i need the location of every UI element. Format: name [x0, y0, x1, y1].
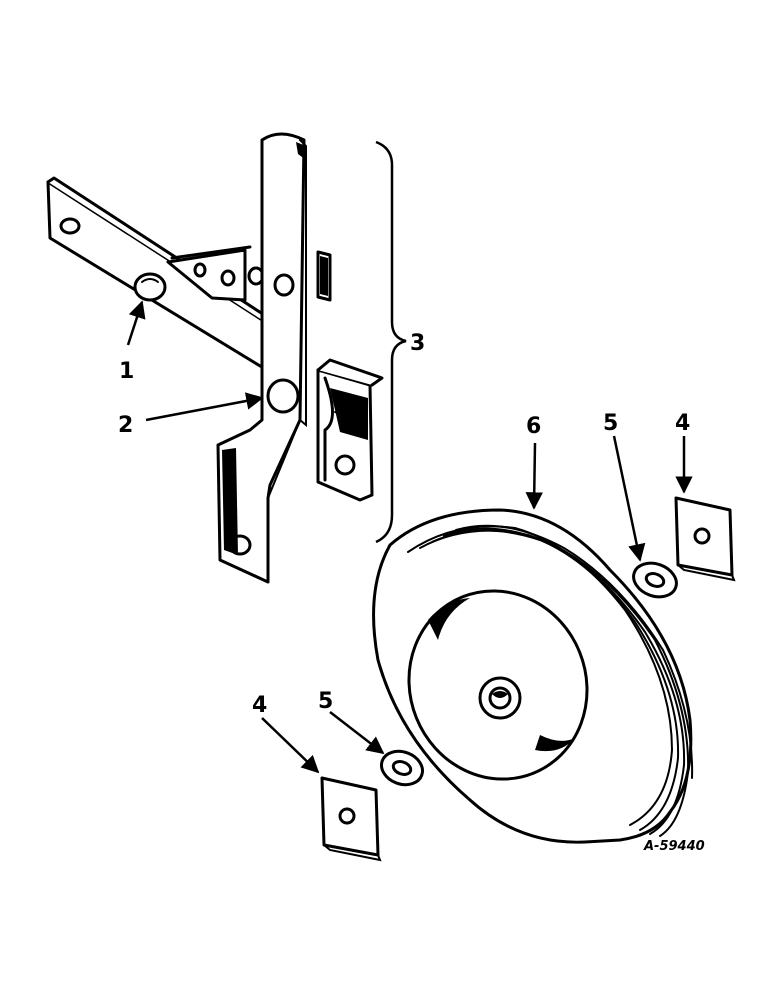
callout-4-lower: 4 [252, 693, 267, 718]
leader-2 [145, 392, 264, 422]
channel-clamp [316, 358, 384, 502]
callout-1: 1 [119, 359, 134, 384]
bolt-head-2 [266, 378, 300, 414]
bolt-head-1 [133, 272, 167, 302]
callout-2: 2 [118, 413, 133, 438]
lock-washer-lower [380, 749, 424, 787]
reference-number: A-59440 [643, 839, 705, 854]
callout-5-upper: 5 [603, 411, 618, 436]
square-plate-lower [320, 776, 382, 862]
wheel [372, 508, 694, 844]
rear-brace [166, 245, 332, 302]
callout-6: 6 [526, 414, 541, 439]
callout-4-upper: 4 [675, 411, 690, 436]
bracket-assembly [46, 132, 384, 584]
leader-6 [525, 442, 543, 510]
vertical-standard [216, 132, 307, 584]
assembly-brace [375, 140, 407, 544]
leader-1 [126, 300, 146, 346]
leader-5-upper [612, 435, 646, 562]
callout-5-lower: 5 [318, 689, 333, 714]
leader-4-lower [261, 717, 320, 774]
square-plate-upper [674, 496, 736, 582]
lock-washer-upper [632, 561, 678, 599]
callout-3: 3 [410, 331, 425, 356]
leader-5-lower [329, 711, 385, 755]
